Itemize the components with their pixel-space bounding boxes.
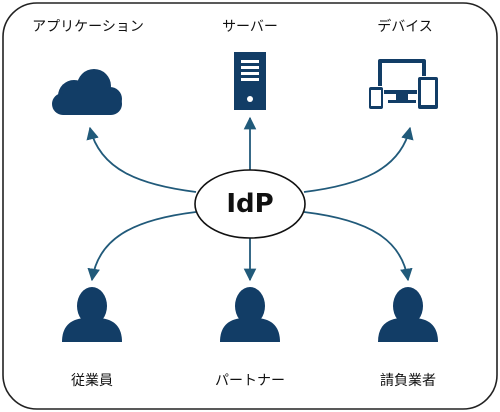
application-label: アプリケーション (32, 19, 144, 35)
employee-user-icon (62, 287, 122, 342)
arrow-to-device (303, 126, 414, 193)
server-label: サーバー (222, 19, 278, 35)
partner-label: パートナー (215, 373, 285, 389)
device-label: デバイス (377, 19, 433, 35)
devices-icon (368, 59, 439, 110)
idp-node (194, 169, 306, 239)
employee-label: 従業員 (71, 373, 113, 389)
arrow-to-application (86, 126, 197, 193)
contractor-user-icon (378, 287, 438, 342)
arrow-to-contractor (303, 211, 413, 282)
server-icon (234, 52, 266, 110)
cloud-icon (52, 69, 122, 115)
partner-user-icon (220, 287, 280, 342)
contractor-label: 請負業者 (380, 373, 436, 389)
arrow-to-employee (87, 211, 197, 282)
idp-label: IdP (226, 189, 274, 219)
